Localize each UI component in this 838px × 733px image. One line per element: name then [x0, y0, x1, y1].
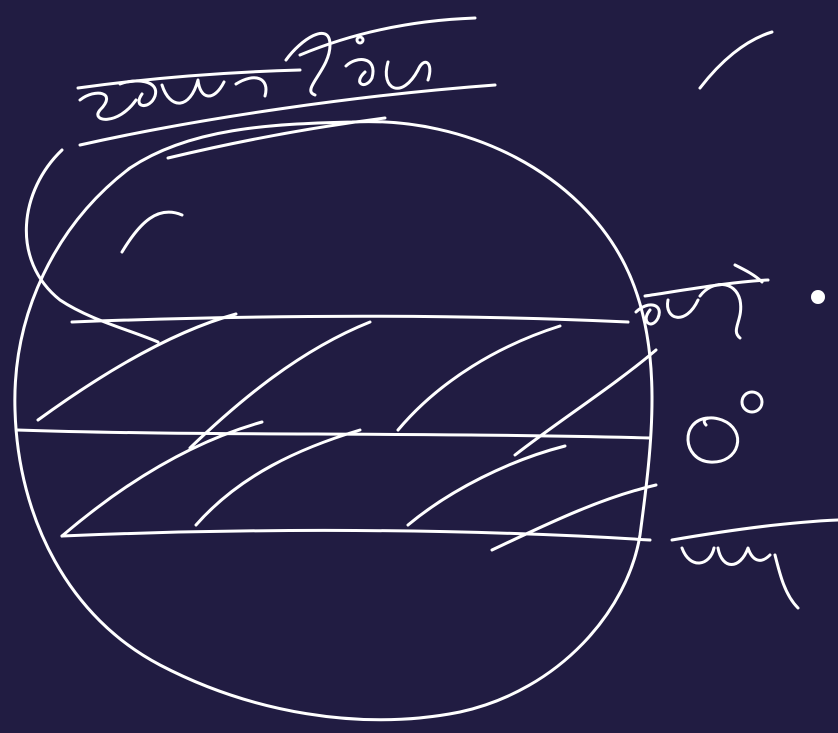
- equator-line: [17, 430, 650, 438]
- globe-outline: [15, 122, 652, 720]
- upper-latitude-label-text: कर्क: [640, 294, 684, 327]
- equator-label-text: 0°: [690, 428, 731, 469]
- lower-latitude-line: [62, 530, 650, 540]
- upper-latitude-line: [72, 316, 628, 322]
- decorative-stroke: [700, 32, 772, 88]
- lower-latitude-label-text: मकर: [680, 554, 730, 587]
- top-label-text: उष्णकटिबंध: [80, 44, 201, 77]
- arrow-stroke: [122, 212, 182, 252]
- marker-dot: [811, 290, 825, 304]
- label-pointer-curve: [26, 150, 158, 342]
